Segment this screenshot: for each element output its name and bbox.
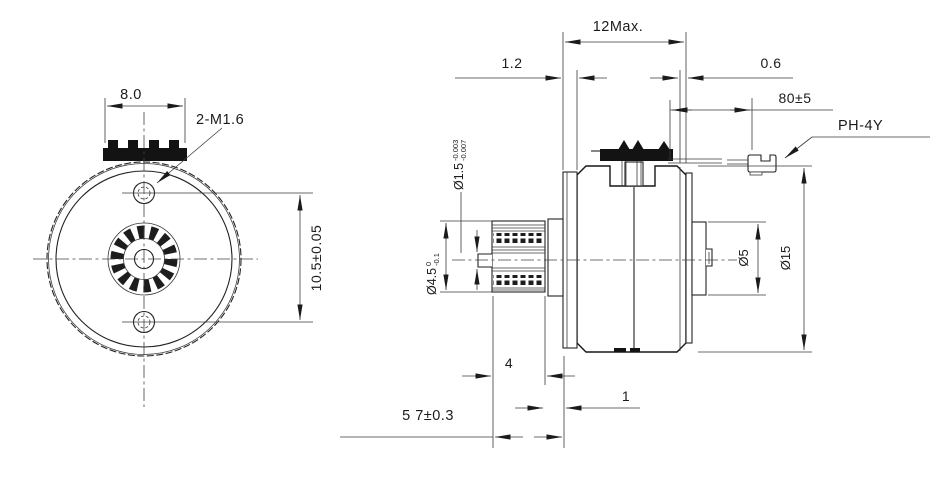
dim-label-0-6: 0.6	[761, 55, 782, 71]
shaft-tip	[477, 253, 492, 268]
dimension-boss-dia: Ø5	[708, 221, 766, 296]
connector-callout: PH-4Y	[784, 118, 930, 159]
pinion-dia-tol-upper: 0	[424, 262, 433, 266]
dimension-strip-width: 8.0	[104, 87, 186, 143]
side-view: 12Max. 1.2 0.6 80±5	[340, 19, 930, 448]
dimension-hole-spacing: 10.5±0.05	[297, 195, 324, 320]
dimension-rear-lip: 0.6	[650, 55, 793, 163]
pinion-dia-value: Ø4.5	[425, 268, 439, 295]
front-view: 8.0 2-M1.6 10.5±0.05	[33, 87, 324, 407]
dim-label-80: 80±5	[778, 90, 811, 106]
pinion-dia-tol-lower: -0.1	[432, 253, 441, 266]
motor-body-outline	[576, 165, 687, 353]
connector-label: PH-4Y	[838, 118, 883, 134]
rear-cover-plate	[685, 172, 693, 344]
shaft-dia-value: Ø1.5	[452, 163, 466, 190]
dimension-pinion-width: 4	[462, 296, 575, 448]
terminal-block	[624, 161, 644, 187]
ph-connector	[747, 154, 777, 176]
dimension-shaft-length: 5 7±0.3	[340, 408, 562, 440]
dim-label-4: 4	[505, 355, 513, 371]
dim-label-5-7: 5 7±0.3	[402, 408, 454, 424]
terminal-strip-side	[591, 140, 673, 161]
shaft-dia-tol-lower: -0.007	[459, 140, 468, 161]
dimension-shaft-dia: Ø1.5 -0.003 -0.007	[451, 140, 480, 290]
screw-spec-callout: 2-M1.6	[156, 112, 244, 184]
dimension-body-dia: Ø15	[698, 165, 812, 353]
dim-label-1: 1	[622, 388, 630, 404]
lead-wires	[668, 158, 749, 165]
dim-label-10-5: 10.5±0.05	[308, 225, 324, 292]
rear-boss	[691, 221, 707, 296]
dim-label-8: 8.0	[120, 87, 142, 103]
dimension-total-length: 12Max.	[562, 19, 687, 170]
shaft-dia-tol-upper: -0.003	[451, 140, 460, 161]
body-dia-label: Ø15	[778, 246, 793, 271]
bottom-seam-mark	[614, 348, 626, 352]
dimension-lead-length: 80±5	[669, 90, 833, 158]
pinion-gear-side	[491, 220, 546, 293]
dimension-pinion-dia: Ø4.5 0 -0.1	[424, 220, 492, 295]
dim-label-1-2: 1.2	[502, 55, 523, 71]
terminal-pin-leads	[621, 161, 642, 186]
boss-dia-label: Ø5	[736, 249, 751, 266]
dim-label-12max: 12Max.	[593, 19, 644, 35]
front-boss	[547, 218, 564, 297]
terminal-strip-front	[103, 140, 187, 161]
screw-spec-label: 2-M1.6	[196, 112, 244, 128]
dimension-plate-thickness: 1.2	[455, 55, 607, 170]
dimension-step: 1	[515, 356, 640, 448]
bottom-seam-mark	[630, 348, 640, 352]
